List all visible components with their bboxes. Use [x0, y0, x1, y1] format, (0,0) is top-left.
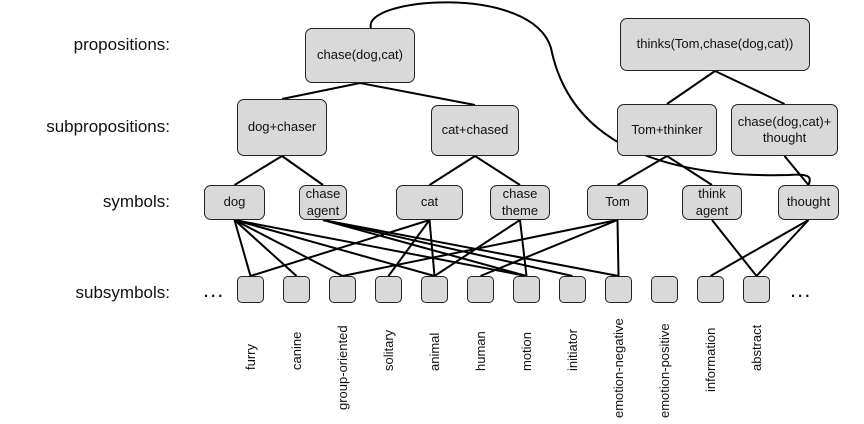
edge-symbol-cat-solitary [387, 219, 431, 277]
edge-symbol-think_agent-abstract [711, 219, 758, 277]
level-label-propositions: propositions: [73, 35, 170, 54]
subsymbol-unit-solitary [375, 276, 402, 303]
edge-symbol-dog-furry [233, 219, 252, 277]
edge-symbol-cat-animal [428, 219, 436, 277]
edge-symbol-chase_agent-motion [322, 219, 527, 277]
subsymbol-label-motion: motion [519, 331, 534, 371]
subsymbol-unit-furry [237, 276, 264, 303]
subsymbol-unit-human [467, 276, 494, 303]
edge-symbol-dog-motion [234, 219, 527, 277]
subsymbol-unit-emotion-positive [651, 276, 678, 303]
level-label-subsymbols: subsymbols: [75, 283, 170, 302]
subsymbol-label-abstract: abstract [749, 324, 764, 371]
symbol-thought: thought [778, 185, 839, 220]
ellipsis-right: ... [790, 277, 812, 302]
edge-symbol-thought-abstract [755, 219, 810, 277]
subsymbol-label-group-oriented: group-oriented [335, 325, 350, 410]
subproposition-chase-thought: chase(dog,cat)+ thought [731, 104, 838, 156]
subsymbol-unit-group-oriented [329, 276, 356, 303]
edge-symbol-chase_agent-emotion-negative [322, 219, 619, 277]
subsymbol-unit-animal [421, 276, 448, 303]
level-label-subpropositions: subpropositions: [46, 117, 170, 136]
subproposition-cat-chased: cat+chased [431, 105, 519, 156]
symbol-chase-theme: chase theme [490, 185, 550, 220]
edge-prop-thinks-tom_thinker [666, 70, 716, 105]
subsymbol-label-furry: furry [243, 344, 258, 370]
symbol-chase-agent: chase agent [299, 185, 347, 220]
edge-symbol-dog-group-oriented [234, 219, 343, 277]
proposition-chase-dog-cat: chase(dog,cat) [305, 28, 415, 83]
subsymbol-label-emotion-negative: emotion-negative [611, 318, 626, 418]
subsymbol-unit-motion [513, 276, 540, 303]
symbol-dog: dog [204, 185, 265, 220]
symbol-cat: cat [396, 185, 463, 220]
edge-symbol-dog-animal [234, 219, 435, 277]
subproposition-dog-chaser: dog+chaser [237, 99, 327, 156]
subsymbol-unit-abstract [743, 276, 770, 303]
subsymbol-unit-initiator [559, 276, 586, 303]
symbol-tom: Tom [587, 185, 648, 220]
proposition-thinks: thinks(Tom,chase(dog,cat)) [620, 18, 810, 71]
edge-symbol-tom-emotion-negative [616, 219, 620, 277]
edge-subprop-tom_thinker-think_agent [666, 155, 713, 186]
edge-subprop-dog_chaser-dog [233, 155, 283, 186]
edge-symbol-tom-group-oriented [342, 219, 618, 277]
edge-symbol-dog-canine [233, 219, 298, 277]
edge-subprop-cat_chased-cat [428, 155, 476, 186]
subsymbol-unit-information [697, 276, 724, 303]
level-label-symbols: symbols: [102, 192, 170, 211]
edge-symbol-chase_agent-initiator [322, 219, 573, 277]
edge-symbol-cat-furry [250, 219, 430, 277]
ellipsis-left: ... [203, 277, 225, 302]
subsymbol-label-canine: canine [289, 331, 304, 370]
subsymbol-label-initiator: initiator [565, 329, 580, 371]
subsymbol-label-human: human [473, 331, 488, 371]
edge-prop-chase_dog_cat-dog_chaser [281, 82, 361, 100]
edge-embedding-chase-to-thought [369, 1, 811, 186]
symbol-think-agent: think agent [682, 185, 742, 220]
edge-symbol-chase_theme-motion [519, 219, 528, 277]
edge-symbol-thought-information [710, 219, 809, 277]
subsymbol-label-solitary: solitary [381, 329, 396, 371]
subsymbol-label-emotion-positive: emotion-positive [657, 323, 672, 418]
subsymbol-label-animal: animal [427, 332, 442, 371]
subsymbol-label-information: information [703, 327, 718, 392]
edge-subprop-chase_thought-thought [783, 155, 810, 186]
edge-subprop-cat_chased-chase_theme [474, 155, 521, 186]
edge-symbol-tom-human [480, 219, 618, 277]
edge-prop-chase_dog_cat-cat_chased [359, 82, 476, 106]
edge-prop-thinks-chase_thought [714, 70, 785, 105]
subproposition-tom-thinker: Tom+thinker [617, 104, 717, 156]
subsymbol-unit-canine [283, 276, 310, 303]
subsymbol-unit-emotion-negative [605, 276, 632, 303]
edge-subprop-dog_chaser-chase_agent [281, 155, 324, 186]
